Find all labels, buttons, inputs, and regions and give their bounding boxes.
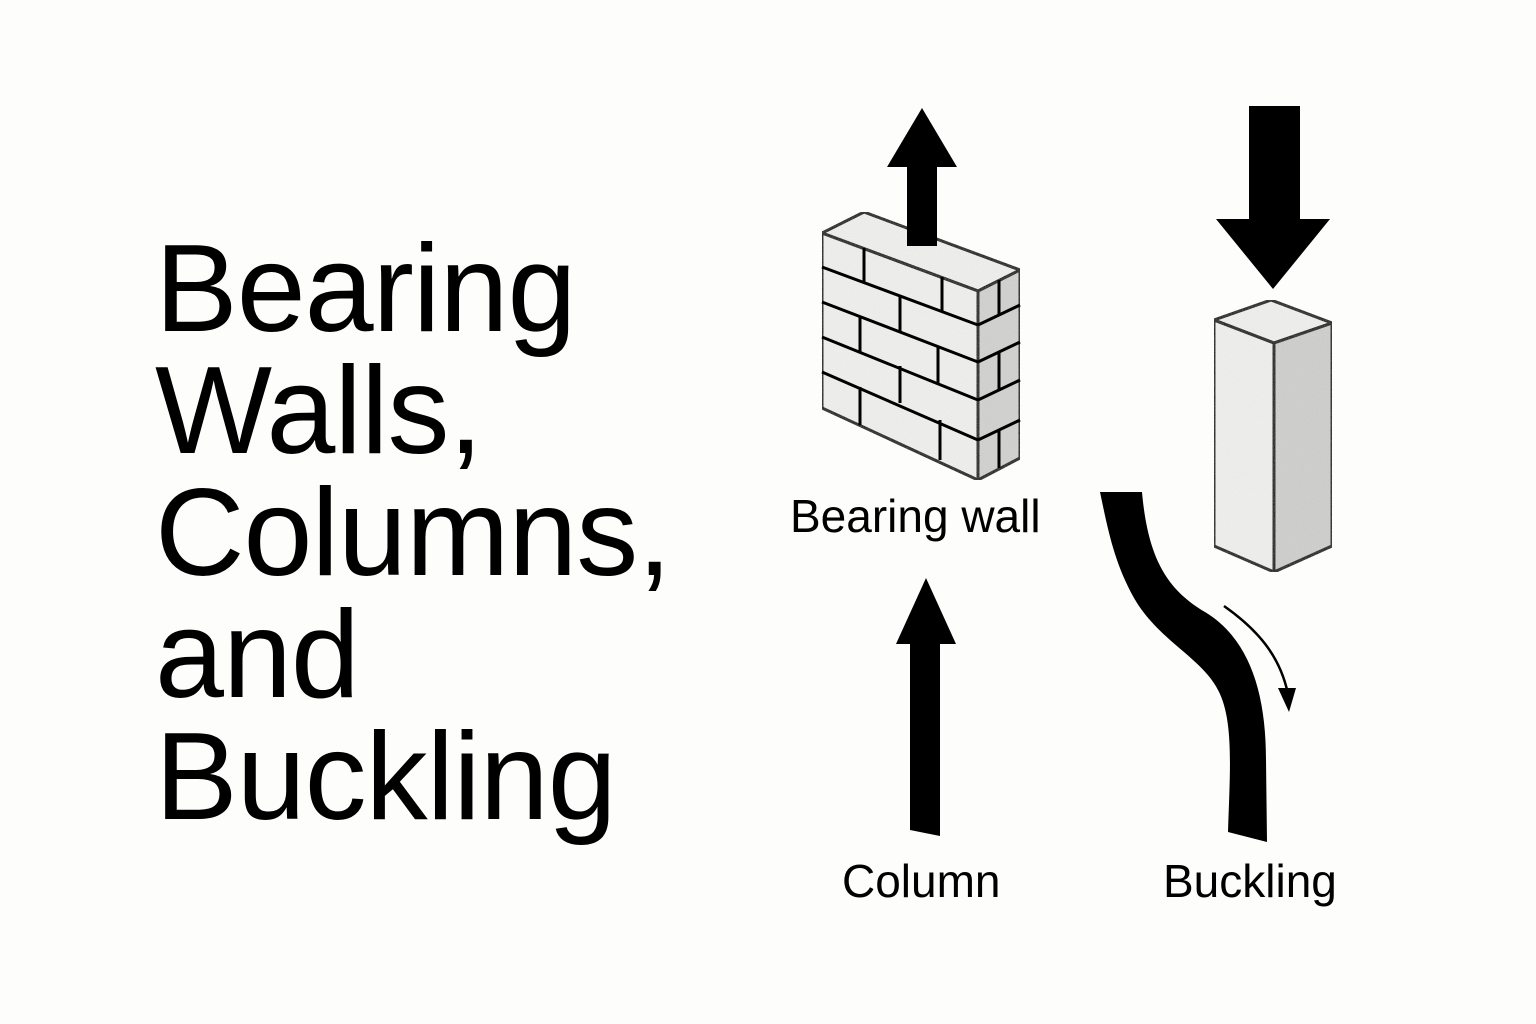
title-line-4: and xyxy=(155,586,360,724)
arrow-up-icon xyxy=(887,108,957,250)
arrow-up-stem xyxy=(907,200,937,246)
title-line-5: Buckling xyxy=(155,708,617,846)
arrow-down-icon xyxy=(1216,106,1330,289)
page-title: Bearing Walls, Columns, and Buckling xyxy=(155,220,672,846)
buckled-column-shape xyxy=(1100,492,1267,842)
column-arrow-icon xyxy=(896,578,956,836)
title-line-3: Columns, xyxy=(155,464,672,602)
square-column-icon xyxy=(1212,298,1334,574)
curved-arrow-icon xyxy=(1223,604,1296,712)
buckling-label: Buckling xyxy=(1163,855,1337,907)
title-line-2: Walls, xyxy=(155,342,483,480)
column-label: Column xyxy=(842,855,1001,907)
bearing-wall-label: Bearing wall xyxy=(790,490,1041,542)
title-line-1: Bearing xyxy=(155,220,576,358)
brick-wall-icon xyxy=(820,210,1022,482)
